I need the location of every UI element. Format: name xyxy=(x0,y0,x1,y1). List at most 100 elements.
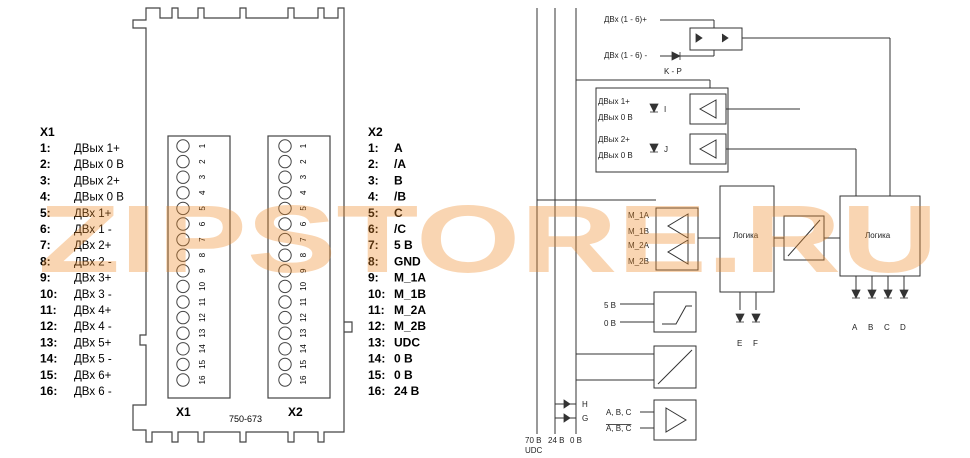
label-bus-0: 0 В xyxy=(570,436,582,445)
watermark-text: ZIPSTORE.RU xyxy=(38,186,938,293)
label-5v: 5 В xyxy=(604,301,616,310)
x2-terminal-number: 12 xyxy=(299,313,308,322)
x2-label: 5 В xyxy=(394,238,413,252)
x2-terminal[interactable] xyxy=(278,186,292,200)
label-led-g: G xyxy=(582,414,588,423)
label-m2a: M_2A xyxy=(628,241,650,250)
led-symbols xyxy=(563,33,909,423)
x2-terminal-number: 16 xyxy=(299,375,308,384)
label-dvx-minus: ДВх (1 - 6) - xyxy=(604,51,647,60)
label-led-i: I xyxy=(664,105,666,114)
x2-num: 8: xyxy=(368,254,379,268)
x2-label: A xyxy=(394,141,403,155)
x1-terminal[interactable] xyxy=(176,201,190,216)
x1-terminal-number: 8 xyxy=(198,252,207,257)
label-out-b: B xyxy=(868,323,873,332)
x2-terminal[interactable] xyxy=(278,139,292,153)
x1-terminal[interactable] xyxy=(176,264,190,278)
label-m1b: M_1B xyxy=(628,227,649,236)
x1-num: 3: xyxy=(40,173,51,187)
x1-terminal-number: 16 xyxy=(198,375,207,384)
x2-num: 15: xyxy=(368,368,385,382)
x1-terminal[interactable] xyxy=(176,154,190,169)
x2-terminal-number: 9 xyxy=(299,268,308,273)
x1-label: ДВых 0 В xyxy=(74,192,124,204)
x1-num: 10: xyxy=(40,287,57,301)
x1-terminal[interactable] xyxy=(176,170,190,184)
x1-terminal[interactable] xyxy=(176,217,190,231)
x2-label: /B xyxy=(394,190,406,204)
x2-terminal-number: 7 xyxy=(299,237,308,242)
x2-terminal[interactable] xyxy=(278,248,292,262)
x2-terminal[interactable] xyxy=(278,154,292,169)
x2-label: 0 В xyxy=(394,352,413,366)
x2-terminal[interactable] xyxy=(278,357,292,372)
x1-label: ДВх 2 - xyxy=(74,256,112,268)
label-dvyh1-plus: ДВых 1+ xyxy=(598,97,630,106)
x1-num: 7: xyxy=(40,238,51,252)
label-m2b: M_2B xyxy=(628,257,649,266)
label-bus-24: 24 В xyxy=(548,436,564,445)
x1-terminal[interactable] xyxy=(176,279,190,294)
x2-terminal[interactable] xyxy=(278,264,292,278)
x2-label: /C xyxy=(394,222,406,236)
label-out-c: C xyxy=(884,323,890,332)
x1-terminal[interactable] xyxy=(176,342,190,356)
x2-num: 1: xyxy=(368,141,379,155)
x2-terminal[interactable] xyxy=(278,310,292,325)
x1-label: ДВх 5+ xyxy=(74,337,112,349)
x1-terminal[interactable] xyxy=(176,326,190,340)
x2-num: 6: xyxy=(368,222,379,236)
x2-num: 2: xyxy=(368,157,379,171)
x1-terminal-number: 15 xyxy=(198,359,207,368)
x1-terminal[interactable] xyxy=(176,232,190,247)
x1-terminal[interactable] xyxy=(176,357,190,372)
x1-label: ДВых 1+ xyxy=(74,143,120,155)
x1-terminal[interactable] xyxy=(176,139,190,153)
label-out-d: D xyxy=(900,323,906,332)
label-m1a: M_1A xyxy=(628,211,650,220)
x2-label: /A xyxy=(394,157,406,171)
x2-terminal[interactable] xyxy=(278,326,292,340)
x1-terminal[interactable] xyxy=(176,295,190,309)
x2-label: M_2B xyxy=(394,319,426,333)
label-udc: UDC xyxy=(525,446,543,455)
x1-label: ДВх 6 - xyxy=(74,386,112,398)
schematic-labels: ДВх (1 - 6)+ ДВх (1 - 6) - K - P ДВых 1+… xyxy=(525,15,906,455)
x2-terminal[interactable] xyxy=(278,201,292,216)
x1-terminal[interactable] xyxy=(176,186,190,200)
x1-terminal[interactable] xyxy=(176,248,190,262)
x2-terminal[interactable] xyxy=(278,279,292,294)
x1-num: 5: xyxy=(40,206,51,220)
x1-terminal-number: 2 xyxy=(198,159,207,164)
x2-num: 9: xyxy=(368,271,379,285)
x2-terminal[interactable] xyxy=(278,342,292,356)
x1-label: ДВх 4+ xyxy=(74,305,112,317)
x2-terminal[interactable] xyxy=(278,373,292,387)
x2-terminal[interactable] xyxy=(278,170,292,184)
x2-terminal-number: 8 xyxy=(299,252,308,257)
x2-terminal-number: 11 xyxy=(299,297,308,306)
label-dvx-plus: ДВх (1 - 6)+ xyxy=(604,15,647,24)
x1-terminal-number: 7 xyxy=(198,237,207,242)
x1-terminal[interactable] xyxy=(176,310,190,325)
x1-label: ДВх 2+ xyxy=(74,240,112,252)
x1-num: 12: xyxy=(40,319,57,333)
label-led-f: F xyxy=(753,339,758,348)
x1-terminal-number: 4 xyxy=(198,190,207,195)
label-abc: A, B, C xyxy=(606,408,632,417)
x2-terminal[interactable] xyxy=(278,217,292,231)
x1-terminal[interactable] xyxy=(176,373,190,387)
x1-label: ДВх 1+ xyxy=(74,208,112,220)
x1-label: ДВх 4 - xyxy=(74,321,112,333)
x1-terminal-number: 12 xyxy=(198,313,207,322)
x1-num: 11: xyxy=(40,303,57,317)
x2-terminal[interactable] xyxy=(278,295,292,309)
x1-num: 8: xyxy=(40,254,51,268)
x2-terminal[interactable] xyxy=(278,232,292,247)
x2-terminal-number: 15 xyxy=(299,359,308,368)
x2-terminal-number: 2 xyxy=(299,159,308,164)
x1-terminal-number: 13 xyxy=(198,328,207,337)
x1-terminal-number: 14 xyxy=(198,344,207,353)
watermark: ZIPSTORE.RU xyxy=(38,186,938,293)
